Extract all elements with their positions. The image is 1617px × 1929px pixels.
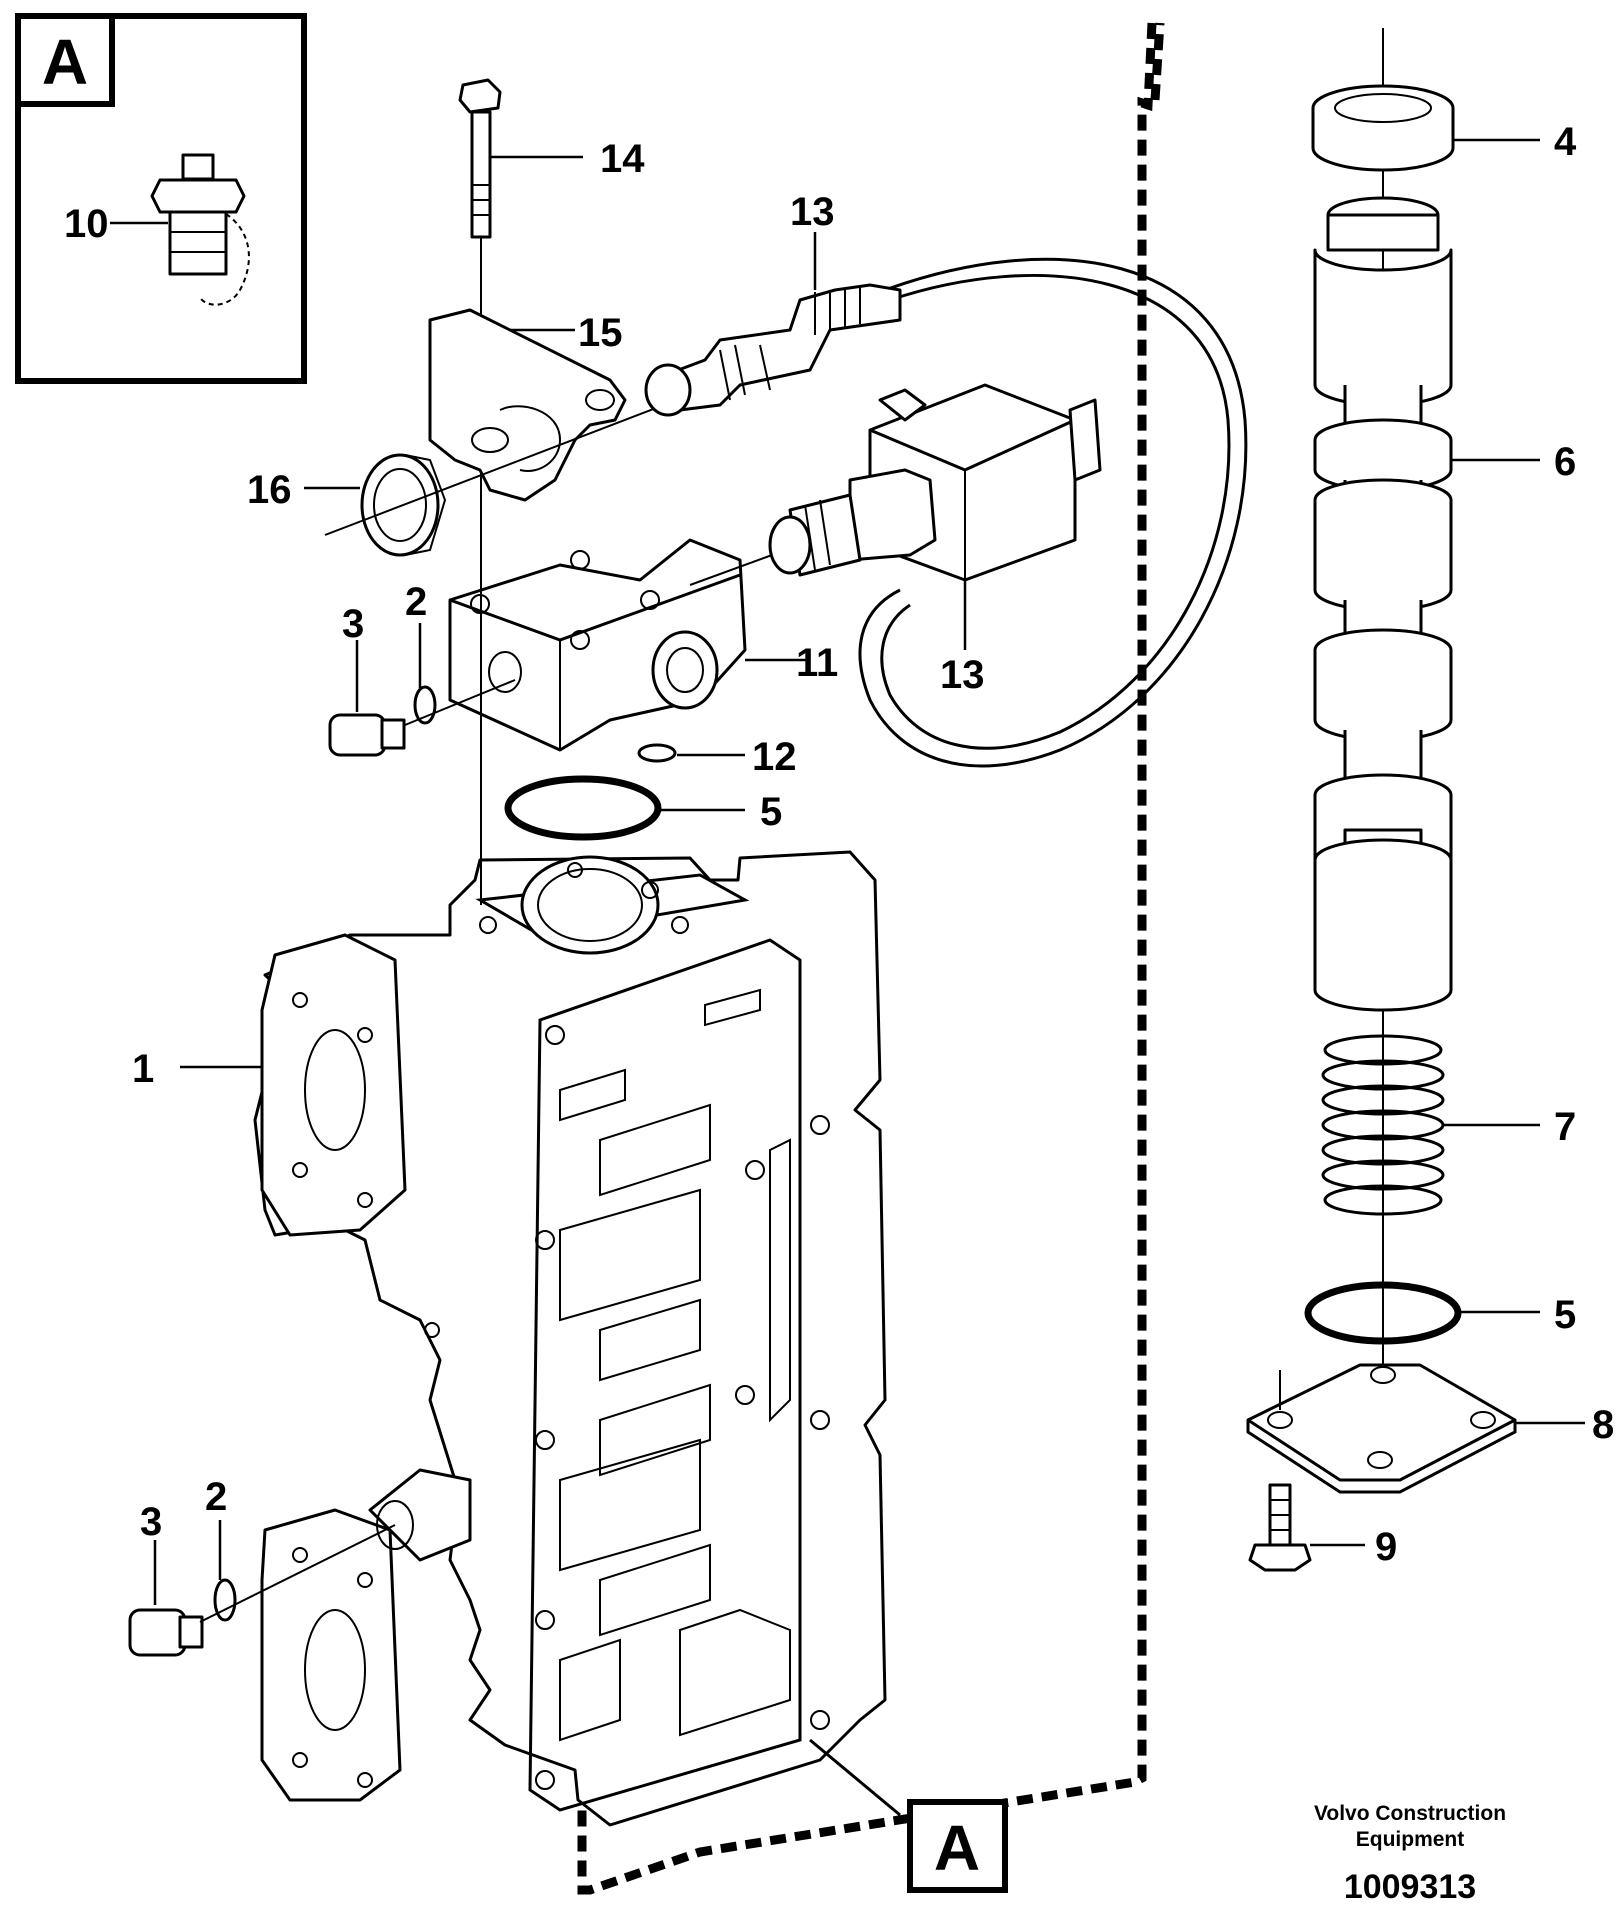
valve-body-1 bbox=[253, 850, 887, 1827]
inset-detail-a: A 10 bbox=[15, 13, 307, 384]
brand-line-1: Volvo Construction bbox=[1314, 1802, 1506, 1825]
bracket-15 bbox=[428, 308, 627, 502]
test-fitting-10 bbox=[150, 153, 250, 306]
cover-plate-8 bbox=[1246, 1363, 1517, 1494]
callout-1: 1 bbox=[132, 1047, 154, 1091]
callout-16: 16 bbox=[247, 468, 292, 512]
o-ring-12 bbox=[637, 743, 677, 763]
seal-ring-4 bbox=[1311, 84, 1455, 172]
bolt-9 bbox=[1248, 1483, 1312, 1572]
valve-spool-6 bbox=[1313, 196, 1453, 1012]
marker-letter: A bbox=[934, 1812, 980, 1884]
inset-letter-frame bbox=[15, 13, 115, 107]
callout-11: 11 bbox=[796, 641, 838, 685]
document-number: 1009313 bbox=[1344, 1868, 1476, 1906]
callout-14: 14 bbox=[600, 137, 645, 181]
pressure-sensor-13 bbox=[689, 383, 1102, 586]
callout-15: 15 bbox=[578, 311, 623, 355]
callout-9: 9 bbox=[1375, 1525, 1397, 1569]
callout-5-top: 5 bbox=[760, 790, 782, 834]
spring-7 bbox=[1321, 1034, 1445, 1216]
callout-5-right: 5 bbox=[1554, 1293, 1576, 1337]
callout-12: 12 bbox=[752, 735, 797, 779]
plug-3-bottom bbox=[128, 1608, 204, 1657]
plug-3-top bbox=[328, 713, 406, 757]
callout-2-top: 2 bbox=[405, 580, 427, 624]
callout-7: 7 bbox=[1554, 1105, 1576, 1149]
brand-line-2: Equipment bbox=[1356, 1828, 1465, 1851]
o-ring-5-top bbox=[504, 775, 662, 841]
callout-3-bottom: 3 bbox=[140, 1500, 162, 1544]
valve-housing-11 bbox=[448, 538, 747, 752]
washer-2-top bbox=[413, 685, 437, 725]
detail-boundary-dashed bbox=[577, 22, 1157, 1895]
callout-13-bottom: 13 bbox=[940, 653, 985, 697]
callout-8: 8 bbox=[1592, 1403, 1614, 1447]
callout-6: 6 bbox=[1554, 440, 1576, 484]
inset-frame bbox=[15, 13, 307, 384]
inset-letter: A bbox=[42, 26, 88, 98]
nut-16 bbox=[324, 394, 691, 557]
callout-13-top: 13 bbox=[790, 190, 835, 234]
callout-2-bottom: 2 bbox=[205, 1475, 227, 1519]
detail-marker-a: A bbox=[809, 1738, 1008, 1893]
callout-10: 10 bbox=[64, 202, 109, 246]
hose-13 bbox=[644, 257, 1248, 768]
callout-4: 4 bbox=[1554, 120, 1577, 164]
callout-3-top: 3 bbox=[342, 602, 364, 646]
washer-2-bottom bbox=[213, 1578, 237, 1622]
